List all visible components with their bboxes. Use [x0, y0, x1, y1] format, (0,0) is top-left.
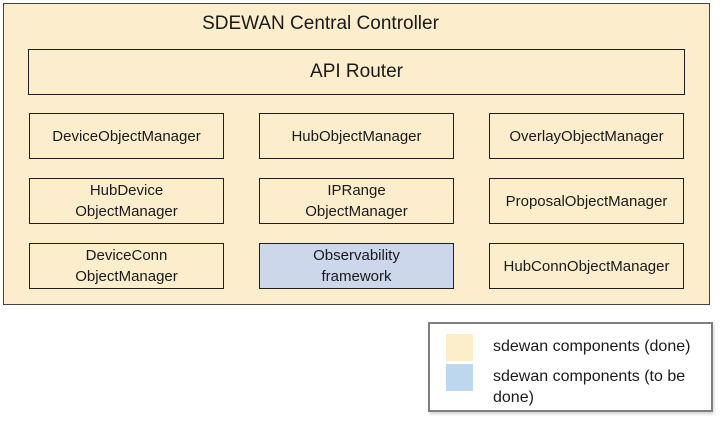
component-box-hubdevice-object-manager: HubDevice ObjectManager	[29, 178, 224, 224]
legend-item-todo: sdewan components (to be done)	[446, 364, 705, 408]
component-grid: DeviceObjectManager HubObjectManager Ove…	[29, 113, 684, 289]
legend-item-done: sdewan components (done)	[446, 334, 705, 361]
legend-swatch-done	[446, 334, 473, 361]
component-box-deviceconn-object-manager: DeviceConn ObjectManager	[29, 243, 224, 289]
component-box-observability-framework: Observability framework	[259, 243, 454, 289]
component-box-device-object-manager: DeviceObjectManager	[29, 113, 224, 159]
component-box-hubconn-object-manager: HubConnObjectManager	[489, 243, 684, 289]
legend-label-done: sdewan components (done)	[493, 338, 691, 355]
component-box-proposal-object-manager: ProposalObjectManager	[489, 178, 684, 224]
component-box-hub-object-manager: HubObjectManager	[259, 113, 454, 159]
sdewan-central-controller-container: SDEWAN Central Controller API Router Dev…	[3, 3, 710, 305]
component-box-iprange-object-manager: IPRange ObjectManager	[259, 178, 454, 224]
legend: sdewan components (done) sdewan componen…	[428, 322, 713, 412]
legend-swatch-todo	[446, 364, 473, 391]
diagram-title: SDEWAN Central Controller	[202, 13, 439, 34]
legend-label-todo: sdewan components (to be done)	[493, 368, 686, 406]
component-box-overlay-object-manager: OverlayObjectManager	[489, 113, 684, 159]
api-router-box: API Router	[28, 49, 685, 95]
